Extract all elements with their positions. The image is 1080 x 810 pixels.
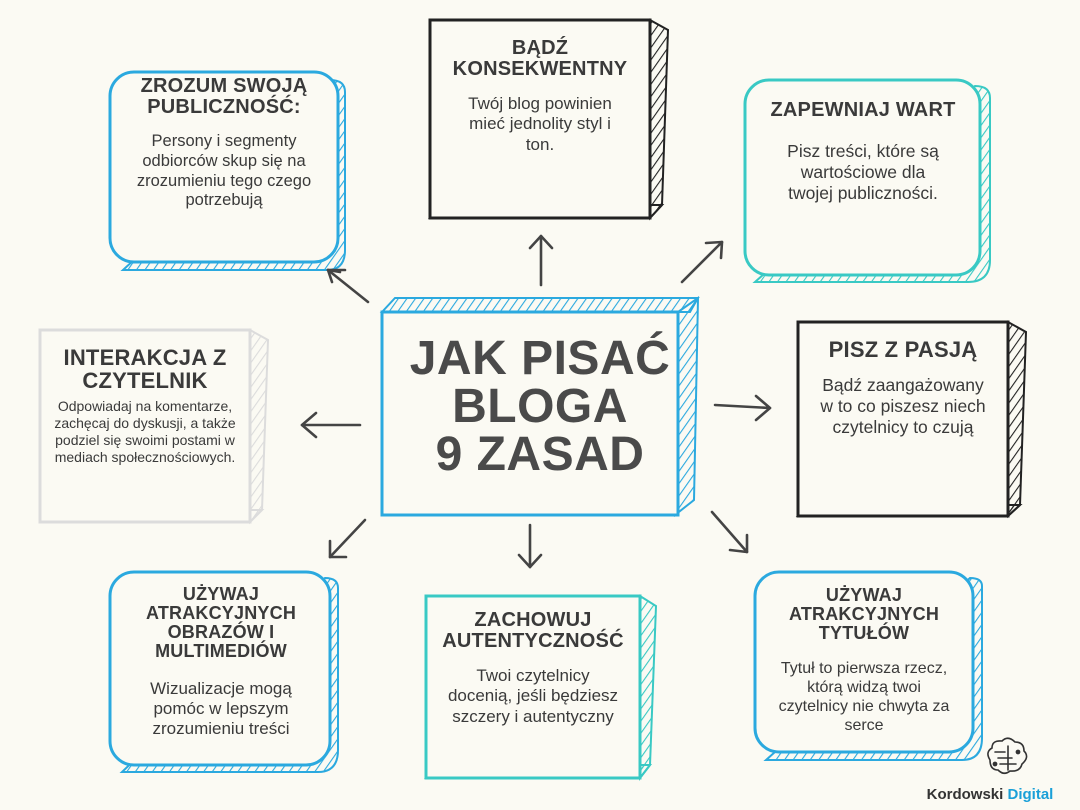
center-title-line1: JAK PISAĆ — [409, 332, 671, 385]
card-obrazy: UŻYWAJ ATRAKCYJNYCH OBRAZÓW I MULTIMEDIÓ… — [118, 585, 324, 755]
arrow-to-badz — [528, 234, 554, 287]
card-body: Twoi czytelnicy docenią, jeśli będziesz … — [447, 666, 619, 726]
card-title: INTERAKCJA Z CZYTELNIK — [63, 345, 227, 394]
center-title: JAK PISAĆ BLOGA 9 ZASAD — [395, 335, 685, 479]
card-zapewniaj: ZAPEWNIAJ WART Pisz treści, które są war… — [748, 100, 978, 270]
card-title: UŻYWAJ ATRAKCYJNYCH TYTUŁÓW — [788, 585, 940, 643]
card-title: ZACHOWUJ AUTENTYCZNOŚĆ — [442, 609, 624, 652]
center-title-line2: BLOGA — [452, 380, 628, 433]
arrow-to-tytuly — [710, 510, 749, 554]
card-title: ZAPEWNIAJ WART — [770, 99, 956, 121]
card-title: PISZ Z PASJĄ — [828, 337, 978, 362]
brand-name: Kordowski — [926, 786, 1004, 803]
card-frame-obrazy — [108, 570, 339, 773]
card-body: Bądź zaangażowany w to co piszesz niech … — [820, 375, 986, 438]
center-title-line3: 9 ZASAD — [435, 428, 645, 481]
arrow-to-interakcja — [300, 411, 362, 439]
card-title: ZROZUM SWOJĄ PUBLICZNOŚĆ: — [140, 75, 308, 118]
card-body: Pisz treści, które są wartościowe dla tw… — [787, 141, 939, 203]
card-frame-tytuly — [753, 570, 983, 761]
card-body: Wizualizacje mogą pomóc w lepszym zrozum… — [150, 678, 292, 739]
arrow-to-obrazy — [328, 518, 367, 559]
arrow-to-zrozum — [326, 268, 370, 304]
card-tytuly: UŻYWAJ ATRAKCYJNYCH TYTUŁÓW Tytuł to pie… — [760, 586, 968, 748]
card-body: Tytuł to pierwsza rzecz, którą widzą two… — [778, 659, 950, 735]
card-body: Twój blog powinien mieć jednolity styl i… — [468, 94, 612, 154]
card-body: Odpowiadaj na komentarze, zachęcaj do dy… — [54, 398, 236, 465]
card-zrozum: ZROZUM SWOJĄ PUBLICZNOŚĆ: Persony i segm… — [118, 76, 330, 256]
card-frame-pisz — [795, 320, 1028, 519]
card-frame-autentycznosc — [423, 594, 658, 781]
arrow-to-autentycznosc — [517, 523, 543, 569]
card-frame-interakcja — [38, 328, 270, 525]
card-pisz: PISZ Z PASJĄ Bądź zaangażowany w to co p… — [800, 338, 1006, 508]
card-title: BĄDŹ KONSEKWENTNY — [452, 37, 628, 80]
brand-logo: Kordowski Digital — [905, 744, 1075, 804]
brain-circuit-icon — [987, 737, 1028, 775]
arrow-to-pisz — [713, 394, 772, 422]
card-frame-zapewniaj — [743, 78, 991, 283]
card-autentycznosc: ZACHOWUJ AUTENTYCZNOŚĆ Twoi czytelnicy d… — [428, 610, 638, 770]
card-body: Persony i segmenty odbiorców skup się na… — [136, 132, 312, 210]
arrows — [300, 234, 772, 569]
card-badz: BĄDŹ KONSEKWENTNY Twój blog powinien mie… — [432, 38, 648, 208]
arrow-to-zapewniaj — [680, 240, 724, 284]
card-frame-badz — [427, 18, 670, 221]
card-interakcja: INTERAKCJA Z CZYTELNIK Odpowiadaj na kom… — [42, 346, 248, 516]
center-box — [379, 296, 700, 518]
card-title: UŻYWAJ ATRAKCYJNYCH OBRAZÓW I MULTIMEDIÓ… — [145, 584, 297, 661]
brand-accent: Digital — [1007, 786, 1054, 803]
